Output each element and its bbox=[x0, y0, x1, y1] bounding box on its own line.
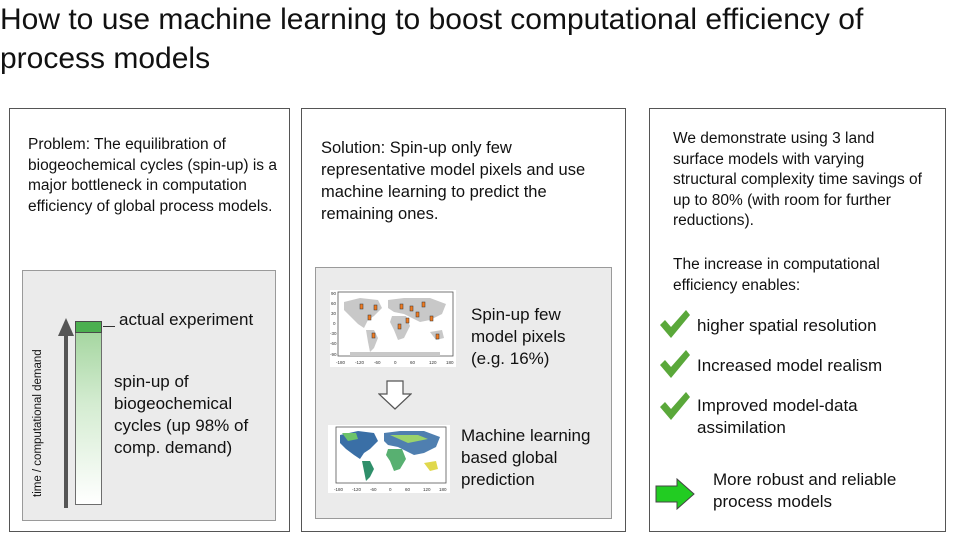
spinup-label: spin-up of biogeochemical cycles (up 98%… bbox=[114, 372, 249, 457]
sample-pixels-map: 90 60 30 0 -30 -60 -90 -180 -120 -60 0 6… bbox=[330, 290, 456, 367]
prediction-map: -180 -120 -60 0 60 120 180 bbox=[328, 425, 450, 493]
map1-xtick: -120 bbox=[355, 360, 365, 365]
problem-text: Problem: The equilibration of biogeochem… bbox=[28, 136, 277, 215]
map1-xtick: 120 bbox=[429, 360, 437, 365]
map1-xtick: 60 bbox=[410, 360, 416, 365]
step1-label: Spin-up few model pixels (e.g. 16%) bbox=[471, 305, 566, 368]
enables-text: The increase in computational efficiency… bbox=[673, 256, 880, 294]
map1-ytick: -60 bbox=[330, 341, 337, 346]
map2-xtick: 60 bbox=[405, 487, 411, 492]
map1-ytick: -90 bbox=[330, 352, 337, 357]
map2-xtick: 0 bbox=[389, 487, 392, 492]
slide-title: How to use machine learning to boost com… bbox=[0, 3, 864, 75]
map2-xtick: -60 bbox=[370, 487, 377, 492]
step2-label: Machine learning based global prediction bbox=[461, 426, 591, 489]
label-pointer-line bbox=[103, 326, 115, 327]
check-icon bbox=[660, 392, 690, 420]
results-panel bbox=[649, 108, 946, 532]
down-arrow-icon bbox=[378, 380, 412, 410]
actual-experiment-label: actual experiment bbox=[119, 310, 254, 329]
results-text: We demonstrate using 3 land surface mode… bbox=[673, 130, 922, 229]
map1-ytick: 60 bbox=[331, 301, 337, 306]
map1-xtick: 180 bbox=[446, 360, 454, 365]
map2-xtick: 180 bbox=[439, 487, 447, 492]
map1-xtick: 0 bbox=[394, 360, 397, 365]
map1-xtick: -180 bbox=[336, 360, 346, 365]
map1-ytick: -30 bbox=[330, 331, 337, 336]
benefit-item: Improved model-data assimilation bbox=[697, 396, 858, 437]
map1-ytick: 0 bbox=[333, 321, 336, 326]
map1-ytick: 30 bbox=[331, 311, 337, 316]
map2-xtick: -180 bbox=[334, 487, 344, 492]
spinup-bar bbox=[75, 321, 102, 505]
time-axis-label: time / computational demand bbox=[32, 349, 44, 497]
benefit-item: higher spatial resolution bbox=[697, 316, 877, 335]
time-axis-arrow bbox=[58, 318, 74, 508]
map2-xtick: 120 bbox=[423, 487, 431, 492]
solution-text: Solution: Spin-up only few representativ… bbox=[321, 139, 586, 223]
map1-xtick: -60 bbox=[374, 360, 381, 365]
actual-experiment-bar bbox=[75, 321, 102, 333]
check-icon bbox=[660, 350, 690, 378]
right-arrow-icon bbox=[655, 478, 695, 510]
conclusion-text: More robust and reliable process models bbox=[713, 470, 897, 511]
benefit-item: Increased model realism bbox=[697, 356, 883, 375]
check-icon bbox=[660, 310, 690, 338]
map2-xtick: -120 bbox=[352, 487, 362, 492]
map1-ytick: 90 bbox=[331, 291, 337, 296]
